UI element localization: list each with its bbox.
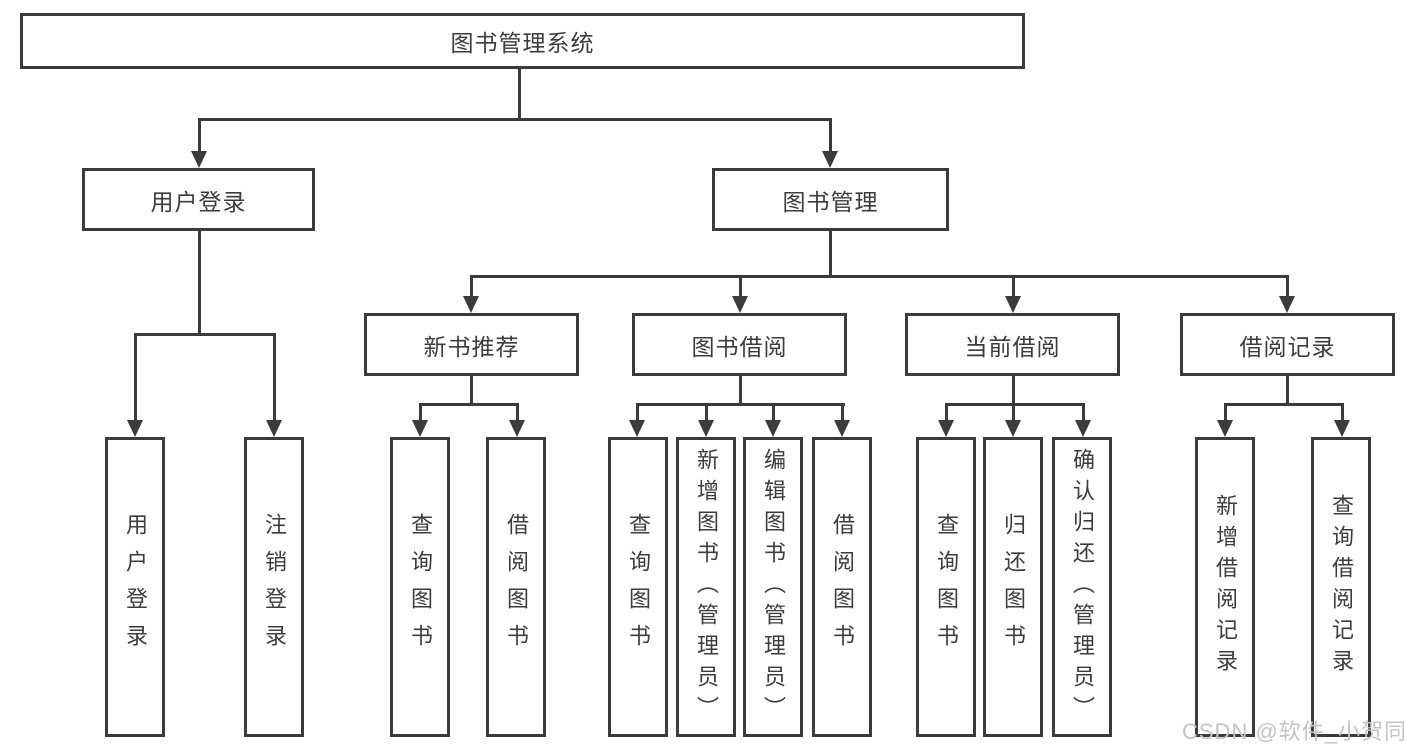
- arrow-down-icon: [765, 420, 781, 437]
- leaf-add-books-admin: 新增图书（管理员）: [676, 437, 736, 737]
- node-book-borrow-label: 图书借阅: [691, 333, 788, 360]
- leaf-borrow-books: 借阅图书: [812, 437, 872, 737]
- arrow-down-icon: [412, 420, 428, 437]
- node-book-borrow: 图书借阅: [632, 313, 847, 376]
- connector-current-rail: [945, 403, 1085, 406]
- connector-rec-leaf2-stub: [516, 403, 519, 422]
- connector-user-leaf2-stub: [273, 333, 276, 422]
- leaf-rec-borrow-books: 借阅图书: [486, 437, 546, 737]
- leaf-borrow-query-books: 查询图书: [608, 437, 668, 737]
- leaf-user-login-label: 用户登录: [123, 513, 148, 661]
- node-book-mgmt: 图书管理: [712, 168, 949, 231]
- leaf-edit-books-admin-label: 编辑图书（管理员）: [761, 447, 786, 727]
- connector-current-leaf3-stub: [1082, 403, 1085, 422]
- node-root: 图书管理系统: [20, 13, 1025, 69]
- node-book-mgmt-label: 图书管理: [782, 188, 879, 215]
- connector-mgmt-drop: [829, 231, 832, 277]
- connector-level3-rail: [470, 275, 1289, 278]
- connector-borrow-stub: [739, 275, 742, 299]
- connector-records-leaf1-stub: [1224, 403, 1227, 422]
- connector-book-mgmt-stub: [829, 118, 832, 154]
- node-current-borrow-label: 当前借阅: [964, 333, 1061, 360]
- connector-rec-drop: [470, 376, 473, 406]
- connector-borrow-leaf3-stub: [772, 403, 775, 422]
- leaf-current-query-books-label: 查询图书: [934, 513, 959, 661]
- arrow-down-icon: [1334, 420, 1350, 437]
- leaf-add-books-admin-label: 新增图书（管理员）: [694, 447, 719, 727]
- connector-records-drop: [1286, 376, 1289, 406]
- connector-current-stub: [1012, 275, 1015, 299]
- connector-user-drop: [198, 231, 201, 336]
- leaf-return-books: 归还图书: [983, 437, 1043, 737]
- connector-user-rail: [134, 333, 276, 336]
- node-new-book-rec: 新书推荐: [364, 313, 579, 376]
- arrow-down-icon: [629, 420, 645, 437]
- connector-borrow-leaf4-stub: [841, 403, 844, 422]
- connector-rec-stub: [470, 275, 473, 299]
- arrow-down-icon: [1217, 420, 1233, 437]
- connector-records-stub: [1286, 275, 1289, 299]
- arrow-down-icon: [509, 420, 525, 437]
- connector-rec-leaf1-stub: [419, 403, 422, 422]
- leaf-add-borrow-record-label: 新增借阅记录: [1213, 494, 1238, 680]
- leaf-borrow-query-books-label: 查询图书: [626, 513, 651, 661]
- leaf-query-borrow-record-label: 查询借阅记录: [1329, 494, 1354, 680]
- leaf-borrow-books-label: 借阅图书: [830, 513, 855, 661]
- node-user-login-label: 用户登录: [150, 188, 247, 215]
- connector-records-leaf2-stub: [1341, 403, 1344, 422]
- connector-rec-rail: [419, 403, 519, 406]
- connector-current-drop: [1012, 376, 1015, 406]
- leaf-confirm-return-admin: 确认归还（管理员）: [1052, 437, 1112, 737]
- node-new-book-rec-label: 新书推荐: [423, 333, 520, 360]
- leaf-edit-books-admin: 编辑图书（管理员）: [743, 437, 803, 737]
- connector-borrow-rail: [636, 403, 845, 406]
- connector-user-login-stub: [198, 118, 201, 154]
- arrow-down-icon: [463, 296, 479, 313]
- node-current-borrow: 当前借阅: [905, 313, 1120, 376]
- connector-root-drop: [518, 69, 521, 121]
- arrow-down-icon: [1005, 420, 1021, 437]
- leaf-logout-label: 注销登录: [262, 513, 287, 661]
- connector-borrow-drop: [739, 376, 742, 406]
- connector-current-leaf1-stub: [945, 403, 948, 422]
- leaf-rec-query-books-label: 查询图书: [408, 513, 433, 661]
- leaf-logout: 注销登录: [244, 437, 304, 737]
- arrow-down-icon: [834, 420, 850, 437]
- node-user-login: 用户登录: [82, 168, 315, 231]
- node-root-label: 图书管理系统: [450, 30, 595, 56]
- connector-borrow-leaf1-stub: [636, 403, 639, 422]
- arrow-down-icon: [266, 420, 282, 437]
- node-borrow-records-label: 借阅记录: [1239, 333, 1336, 360]
- connector-level2-rail: [198, 118, 832, 121]
- leaf-return-books-label: 归还图书: [1001, 513, 1026, 661]
- arrow-down-icon: [698, 420, 714, 437]
- node-borrow-records: 借阅记录: [1180, 313, 1395, 376]
- arrow-down-icon: [822, 151, 838, 168]
- arrow-down-icon: [191, 151, 207, 168]
- arrow-down-icon: [938, 420, 954, 437]
- arrow-down-icon: [732, 296, 748, 313]
- connector-current-leaf2-stub: [1012, 403, 1015, 422]
- connector-user-leaf1-stub: [134, 333, 137, 422]
- leaf-user-login: 用户登录: [105, 437, 165, 737]
- leaf-rec-query-books: 查询图书: [390, 437, 450, 737]
- connector-borrow-leaf2-stub: [705, 403, 708, 422]
- leaf-add-borrow-record: 新增借阅记录: [1195, 437, 1255, 737]
- csdn-watermark: CSDN @软件_小贺同学: [1182, 719, 1405, 744]
- arrow-down-icon: [1005, 296, 1021, 313]
- leaf-rec-borrow-books-label: 借阅图书: [504, 513, 529, 661]
- arrow-down-icon: [127, 420, 143, 437]
- leaf-confirm-return-admin-label: 确认归还（管理员）: [1070, 447, 1095, 727]
- connector-records-rail: [1224, 403, 1344, 406]
- leaf-current-query-books: 查询图书: [916, 437, 976, 737]
- arrow-down-icon: [1279, 296, 1295, 313]
- leaf-query-borrow-record: 查询借阅记录: [1311, 437, 1371, 737]
- arrow-down-icon: [1075, 420, 1091, 437]
